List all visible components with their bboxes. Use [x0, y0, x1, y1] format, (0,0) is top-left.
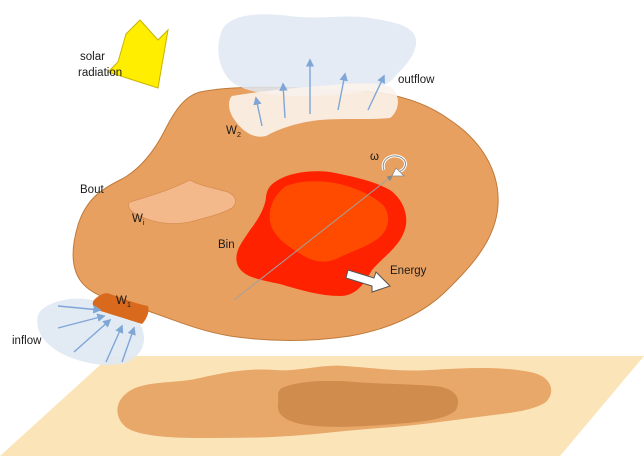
- omega-label: ω: [370, 151, 379, 163]
- outflow-cloud: [218, 14, 416, 96]
- w1-sub: 1: [127, 300, 131, 309]
- w2-sub: 2: [237, 130, 241, 139]
- wi-main: W: [132, 213, 143, 225]
- solar-label-line1: solar: [80, 51, 105, 63]
- energy-label: Energy: [390, 265, 427, 277]
- solar-label-line2: radiation: [78, 67, 122, 79]
- bout-label: Bout: [80, 184, 104, 196]
- inflow-label: inflow: [12, 335, 42, 347]
- w2-main: W: [226, 125, 237, 137]
- bin-label: Bin: [218, 239, 235, 251]
- w1-main: W: [116, 295, 127, 307]
- outflow-label: outflow: [398, 74, 435, 86]
- ground-shadow-inner: [278, 381, 458, 427]
